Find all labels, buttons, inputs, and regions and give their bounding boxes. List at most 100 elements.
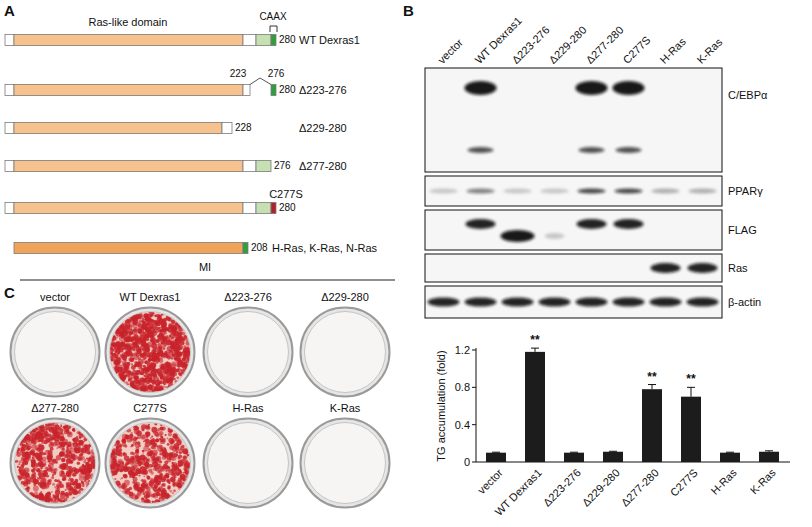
y-tick xyxy=(472,462,476,463)
label: K-Ras xyxy=(748,467,777,496)
blot-band xyxy=(576,81,608,95)
dish-label: vector xyxy=(9,291,101,304)
error-cap xyxy=(726,452,734,453)
label: β-actin xyxy=(728,297,761,308)
error-cap xyxy=(570,452,578,453)
domain-segment xyxy=(14,123,222,134)
label: Δ277-280 xyxy=(619,467,661,509)
dish-label: H-Ras xyxy=(202,402,294,415)
domain-segment xyxy=(271,85,276,96)
label: H-Ras, K-Ras, N-Ras xyxy=(272,243,377,254)
label: vector xyxy=(436,37,465,66)
blot-panel xyxy=(425,68,722,172)
domain-segment xyxy=(256,161,271,172)
label: Δ277-280 xyxy=(299,161,347,172)
blot-band xyxy=(616,147,642,153)
blot-band xyxy=(545,233,565,239)
bar xyxy=(759,452,779,462)
y-tick xyxy=(472,350,476,351)
label: MI xyxy=(199,262,211,273)
domain-segment xyxy=(256,35,271,46)
blot-band xyxy=(688,263,718,273)
error-cap xyxy=(492,452,500,453)
error-cap xyxy=(531,348,539,349)
bar-chart xyxy=(472,348,790,462)
blot-band xyxy=(502,298,534,307)
blot-panel xyxy=(425,176,722,206)
y-tick xyxy=(472,424,476,425)
domain-segment xyxy=(271,203,276,214)
dish-label: C277S xyxy=(104,402,196,415)
domain-segment xyxy=(5,161,14,172)
domain-segment xyxy=(14,161,243,172)
label: 0.8 xyxy=(455,382,470,393)
label: 280 xyxy=(279,35,296,45)
y-tick xyxy=(472,387,476,388)
error-cap xyxy=(609,451,617,452)
culture-dish: Δ277-280 xyxy=(9,402,101,509)
bar xyxy=(603,452,623,462)
blot-band xyxy=(504,189,532,194)
dish-label: K-Ras xyxy=(299,402,391,415)
label: Δ229-280 xyxy=(299,123,347,134)
blot-band xyxy=(466,219,496,229)
dish-label: Δ223-276 xyxy=(202,291,294,304)
label: Δ229-280 xyxy=(547,24,589,66)
blot-band xyxy=(689,189,717,194)
label: CAAX xyxy=(259,12,286,22)
label: Δ223-276 xyxy=(541,467,583,509)
label: PPARγ xyxy=(728,186,763,197)
culture-dish: C277S xyxy=(104,402,196,509)
dish-image xyxy=(202,306,294,398)
domain-segment xyxy=(5,203,14,214)
label: TG accumulation (fold) xyxy=(436,350,447,461)
label: Δ229-280 xyxy=(580,467,622,509)
label: 0 xyxy=(464,457,470,468)
error-cap xyxy=(687,387,695,388)
label: H-Ras xyxy=(658,36,688,66)
label: A xyxy=(4,3,15,18)
domain-segment xyxy=(243,203,256,214)
label: ** xyxy=(530,334,539,346)
label: 280 xyxy=(279,203,296,213)
domain-segment xyxy=(243,85,250,96)
western-blot xyxy=(425,68,722,318)
blot-band xyxy=(652,189,680,194)
blot-band xyxy=(615,189,643,194)
blot-panel xyxy=(425,286,722,318)
dish-image xyxy=(104,306,196,398)
domain-map xyxy=(5,26,395,280)
bar xyxy=(525,352,545,462)
blot-band xyxy=(465,81,497,95)
label: C277S xyxy=(269,189,303,200)
label: K-Ras xyxy=(695,36,724,65)
domain-segment xyxy=(5,85,14,96)
dish-image xyxy=(9,417,101,509)
caax-bracket xyxy=(270,26,277,32)
blot-band xyxy=(539,298,571,307)
blot-band xyxy=(428,298,460,307)
error-bar xyxy=(652,385,653,390)
label: Ras-like domain xyxy=(89,17,168,28)
blot-band xyxy=(576,298,608,307)
domain-segment xyxy=(14,35,243,46)
blot-band xyxy=(501,230,535,242)
bar xyxy=(642,389,662,462)
blot-band xyxy=(613,298,645,307)
error-cap xyxy=(648,384,656,385)
label: C xyxy=(4,285,15,300)
blot-band xyxy=(687,298,719,307)
error-bar xyxy=(535,348,536,352)
culture-dish: Δ223-276 xyxy=(202,291,294,398)
label: FLAG xyxy=(728,225,757,236)
label: ** xyxy=(686,373,695,385)
domain-segment xyxy=(243,243,248,254)
label: 223 xyxy=(230,69,247,79)
dish-label: Δ229-280 xyxy=(299,291,391,304)
domain-segment xyxy=(14,243,243,254)
blot-band xyxy=(541,189,569,194)
label: Δ277-280 xyxy=(584,24,626,66)
domain-segment xyxy=(14,203,243,214)
domain-segment xyxy=(243,161,256,172)
